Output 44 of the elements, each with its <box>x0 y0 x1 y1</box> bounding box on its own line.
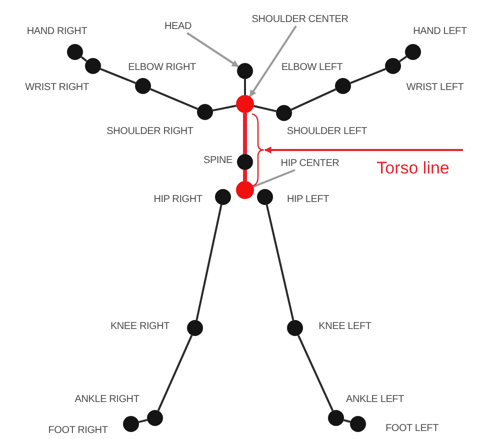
bone-line <box>196 204 222 320</box>
bone-line <box>266 204 294 320</box>
bone-line <box>350 68 386 84</box>
leader-line <box>186 32 239 68</box>
joint-label: ELBOW LEFT <box>281 63 343 73</box>
bone-line <box>254 105 276 112</box>
joint-label: WRIST RIGHT <box>25 83 89 93</box>
bone-line <box>150 88 198 110</box>
bone-line <box>297 334 334 412</box>
torso-line <box>243 113 247 154</box>
bone-line <box>138 418 148 424</box>
bone-line <box>100 68 136 84</box>
joint-label: HAND RIGHT <box>26 27 88 37</box>
joint-label: WRIST LEFT <box>406 83 464 93</box>
joint-dot <box>236 181 254 199</box>
bone-line <box>343 419 351 423</box>
joint-label: ANKLE RIGHT <box>74 395 140 405</box>
joint-label: HIP LEFT <box>286 195 330 205</box>
joint-label: SPINE <box>204 156 232 166</box>
joint-label: HIP RIGHT <box>154 195 202 205</box>
bone-line <box>290 88 336 111</box>
joint-label: KNEE RIGHT <box>110 322 170 332</box>
joint-label: FOOT RIGHT <box>48 426 108 436</box>
bone-line <box>244 79 246 95</box>
joint-label: HEAD <box>164 21 192 33</box>
joint-label: SHOULDER RIGHT <box>106 127 194 137</box>
joint-label: SHOULDER LEFT <box>286 127 368 137</box>
leader-line <box>252 169 296 188</box>
joint-label: FOOT LEFT <box>385 424 439 434</box>
joint-label: ELBOW RIGHT <box>128 63 196 73</box>
torso-line <box>243 170 247 181</box>
joint-label: SHOULDER CENTER <box>250 14 350 26</box>
joint-dot <box>237 63 253 79</box>
leader-line <box>264 146 463 154</box>
joint-label: KNEE LEFT <box>318 322 372 332</box>
bone-line <box>398 56 408 62</box>
joint-label: ANKLE LEFT <box>346 395 404 405</box>
bone-line <box>212 104 236 112</box>
annotation-label: Torso line <box>376 158 450 178</box>
leader-line <box>249 25 297 98</box>
joint-label: HIP CENTER <box>280 158 340 170</box>
bone-line <box>157 334 193 412</box>
joint-label: HAND LEFT <box>413 27 467 37</box>
joint-dot <box>236 95 254 113</box>
